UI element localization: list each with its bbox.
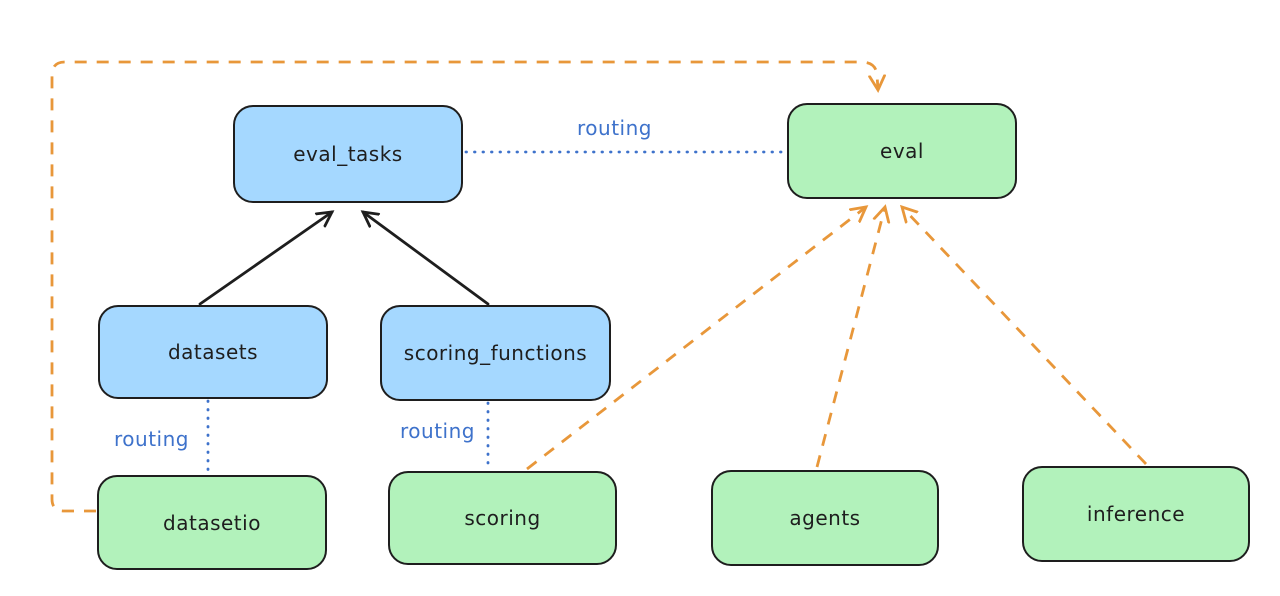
node-scoring-functions: scoring_functions bbox=[380, 305, 611, 401]
edge-datasetio-to-eval bbox=[50, 60, 878, 513]
node-scoring: scoring bbox=[388, 471, 617, 565]
node-eval-tasks: eval_tasks bbox=[233, 105, 463, 203]
routing-label-scoring_functions-scoring: routing bbox=[400, 419, 475, 443]
node-scoring-functions-label: scoring_functions bbox=[403, 341, 588, 365]
node-datasetio-label: datasetio bbox=[163, 510, 261, 535]
routing-label-eval_tasks-eval: routing bbox=[577, 116, 652, 140]
node-agents: agents bbox=[711, 470, 939, 566]
node-datasets: datasets bbox=[98, 305, 328, 399]
edge-inference-to-eval bbox=[902, 207, 1148, 465]
edge-scoring_functions-to-eval_tasks bbox=[363, 212, 490, 306]
edge-datasets-to-eval_tasks bbox=[198, 212, 332, 306]
edge-scoring-to-eval bbox=[526, 207, 866, 471]
node-scoring-label: scoring bbox=[464, 506, 541, 530]
node-inference-label: inference bbox=[1086, 502, 1186, 526]
node-eval: eval bbox=[787, 103, 1017, 199]
node-eval-label: eval bbox=[880, 139, 924, 163]
node-agents-label: agents bbox=[789, 506, 861, 530]
edge-agents-to-eval bbox=[815, 207, 885, 468]
node-datasetio: datasetio bbox=[97, 475, 327, 570]
routing-label-datasets-datasetio: routing bbox=[114, 427, 189, 451]
node-eval-tasks-label: eval_tasks bbox=[293, 142, 403, 166]
node-inference: inference bbox=[1022, 466, 1250, 562]
node-datasets-label: datasets bbox=[167, 340, 259, 364]
